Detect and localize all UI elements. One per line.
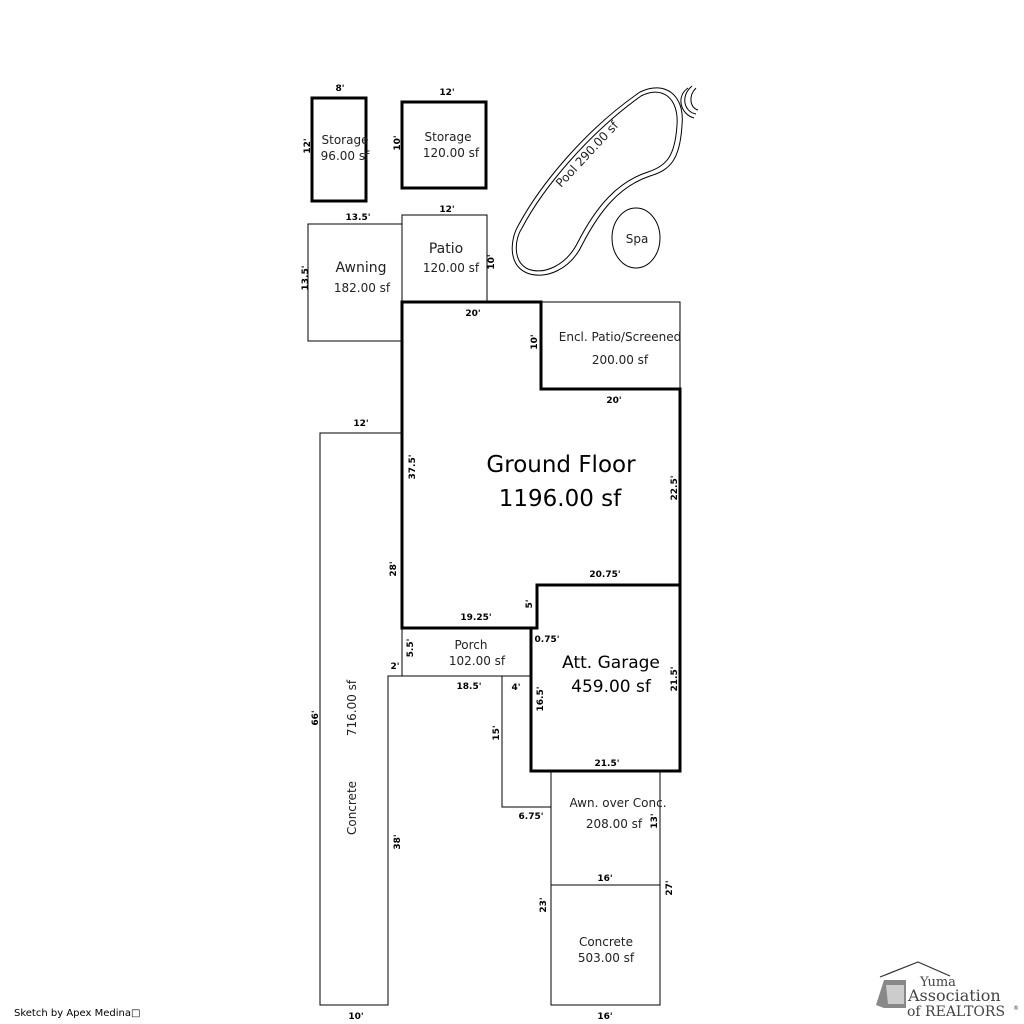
room-area: 120.00 sf	[423, 146, 480, 160]
room-area: 182.00 sf	[334, 281, 391, 295]
room-area: 102.00 sf	[449, 654, 506, 668]
pool-label: Pool 290.00 sf	[553, 118, 622, 190]
room-name: Concrete	[579, 935, 633, 949]
dimension-label: 5'	[525, 599, 535, 608]
dimension-label: 20'	[606, 396, 621, 406]
dimension-label: 10'	[530, 334, 540, 349]
dimension-label: 15'	[492, 725, 502, 740]
dimension-label: 23'	[539, 897, 549, 912]
pool: Pool 290.00 sf	[511, 85, 699, 276]
attached-garage-area: Att. Garage 459.00 sf 21.5' 16.5' 21.5'	[529, 583, 682, 773]
storage-96-room: Storage 96.00 sf 8' 12'	[303, 84, 370, 203]
outline-shape	[401, 214, 488, 303]
dimension-label: 20'	[465, 309, 480, 319]
outline-shape	[515, 91, 678, 272]
outline-shape	[501, 676, 551, 808]
logo-mark: ®	[1013, 1005, 1019, 1012]
patio-area: Patio 120.00 sf 12' 10'	[401, 205, 497, 303]
dimension-label: 0.75'	[535, 635, 560, 645]
outline-shape	[529, 583, 682, 773]
outline-shape	[310, 96, 368, 203]
spa-label: Spa	[626, 232, 649, 246]
outline-shape	[886, 985, 904, 1004]
dimension-label: 13.5'	[346, 213, 371, 223]
dimension-label: 16.5'	[536, 687, 546, 712]
dimension-label: 16'	[597, 1012, 612, 1022]
room-name: Porch	[454, 638, 487, 652]
dimension-label: 12'	[439, 88, 454, 98]
logo-text: of REALTORS	[907, 1004, 1005, 1020]
outline-shape	[879, 961, 951, 978]
dimension-label: 16'	[597, 874, 612, 884]
room-area: 200.00 sf	[592, 353, 649, 367]
dimension-label: 8'	[335, 84, 344, 94]
room-name: Storage	[322, 133, 369, 147]
dimension-label: 12'	[439, 205, 454, 215]
dimension-label: 12'	[353, 419, 368, 429]
dimension-label: 4'	[511, 683, 520, 693]
room-name: Awn. over Conc.	[569, 796, 666, 810]
porch-area: Porch 102.00 sf 5.5' 2' 0.75'	[390, 627, 560, 677]
dimension-label: 2'	[390, 662, 399, 672]
room-area: 1196.00 sf	[499, 486, 622, 512]
dimension-label: 20.75'	[589, 570, 620, 580]
ground-floor-area: Ground Floor 1196.00 sf 20' 37.5' 22.5' …	[389, 300, 682, 630]
dimension-label: 12'	[303, 138, 313, 153]
dimension-label: 5.5'	[406, 639, 416, 658]
spa: Spa	[611, 207, 661, 269]
outline-shape	[611, 207, 661, 269]
dimension-label: 38'	[393, 834, 403, 849]
dimension-label: 21.5'	[670, 667, 680, 692]
room-area: 459.00 sf	[571, 677, 652, 697]
dimension-label: 27'	[665, 880, 675, 895]
room-name: Storage	[425, 130, 472, 144]
logo-text: Yuma	[919, 975, 956, 990]
room-name: Awning	[336, 260, 387, 276]
room-name: Att. Garage	[562, 653, 660, 673]
room-area: 716.00 sf	[345, 679, 359, 736]
outline-shape	[550, 884, 661, 1006]
room-area: 208.00 sf	[586, 817, 643, 831]
outline-shape	[400, 100, 488, 190]
dimension-label: 19.25'	[460, 613, 491, 623]
dimension-label: 22.5'	[670, 476, 680, 501]
yuma-realtors-logo: Yuma Association of REALTORS ®	[876, 961, 1019, 1020]
logo-text: Association	[907, 986, 1001, 1005]
concrete-716-area: Concrete 716.00 sf 12' 66' 38' 10' 18.5'…	[311, 419, 551, 1022]
outline-shape	[319, 432, 403, 1006]
dimension-label: 10'	[348, 1012, 363, 1022]
dimension-label: 18.5'	[457, 682, 482, 692]
room-name: Ground Floor	[486, 452, 636, 478]
room-area: 96.00 sf	[321, 149, 370, 163]
room-area: 120.00 sf	[423, 261, 480, 275]
dimension-label: 13.5'	[301, 266, 311, 291]
awning-area: Awning 182.00 sf 13.5' 13.5'	[301, 213, 403, 342]
outline-shape	[511, 87, 683, 276]
dimension-label: 10'	[487, 254, 497, 269]
storage-120-room: Storage 120.00 sf 12' 10'	[393, 88, 488, 190]
outline-shape	[540, 301, 681, 390]
dimension-label: 21.5'	[595, 759, 620, 769]
room-name: Patio	[429, 241, 463, 257]
room-area: 503.00 sf	[578, 951, 635, 965]
outline-shape	[690, 87, 699, 111]
dimension-label: 13'	[650, 813, 660, 828]
room-name: Concrete	[345, 781, 359, 835]
awning-over-concrete-area: Awn. over Conc. 208.00 sf 13' 16'	[550, 770, 667, 886]
outline-shape	[680, 87, 695, 119]
dimension-label: 28'	[389, 561, 399, 576]
dimension-label: 10'	[393, 135, 403, 150]
room-name: Encl. Patio/Screened	[559, 330, 681, 344]
outline-shape	[401, 627, 532, 677]
dimension-label: 66'	[311, 710, 321, 725]
concrete-503-area: Concrete 503.00 sf 23' 27' 16'	[539, 880, 675, 1022]
dimension-label: 6.75'	[519, 812, 544, 822]
dimension-label: 37.5'	[408, 455, 418, 480]
outline-shape	[684, 85, 697, 115]
sketch-credit: Sketch by Apex Medina□	[14, 1008, 141, 1019]
